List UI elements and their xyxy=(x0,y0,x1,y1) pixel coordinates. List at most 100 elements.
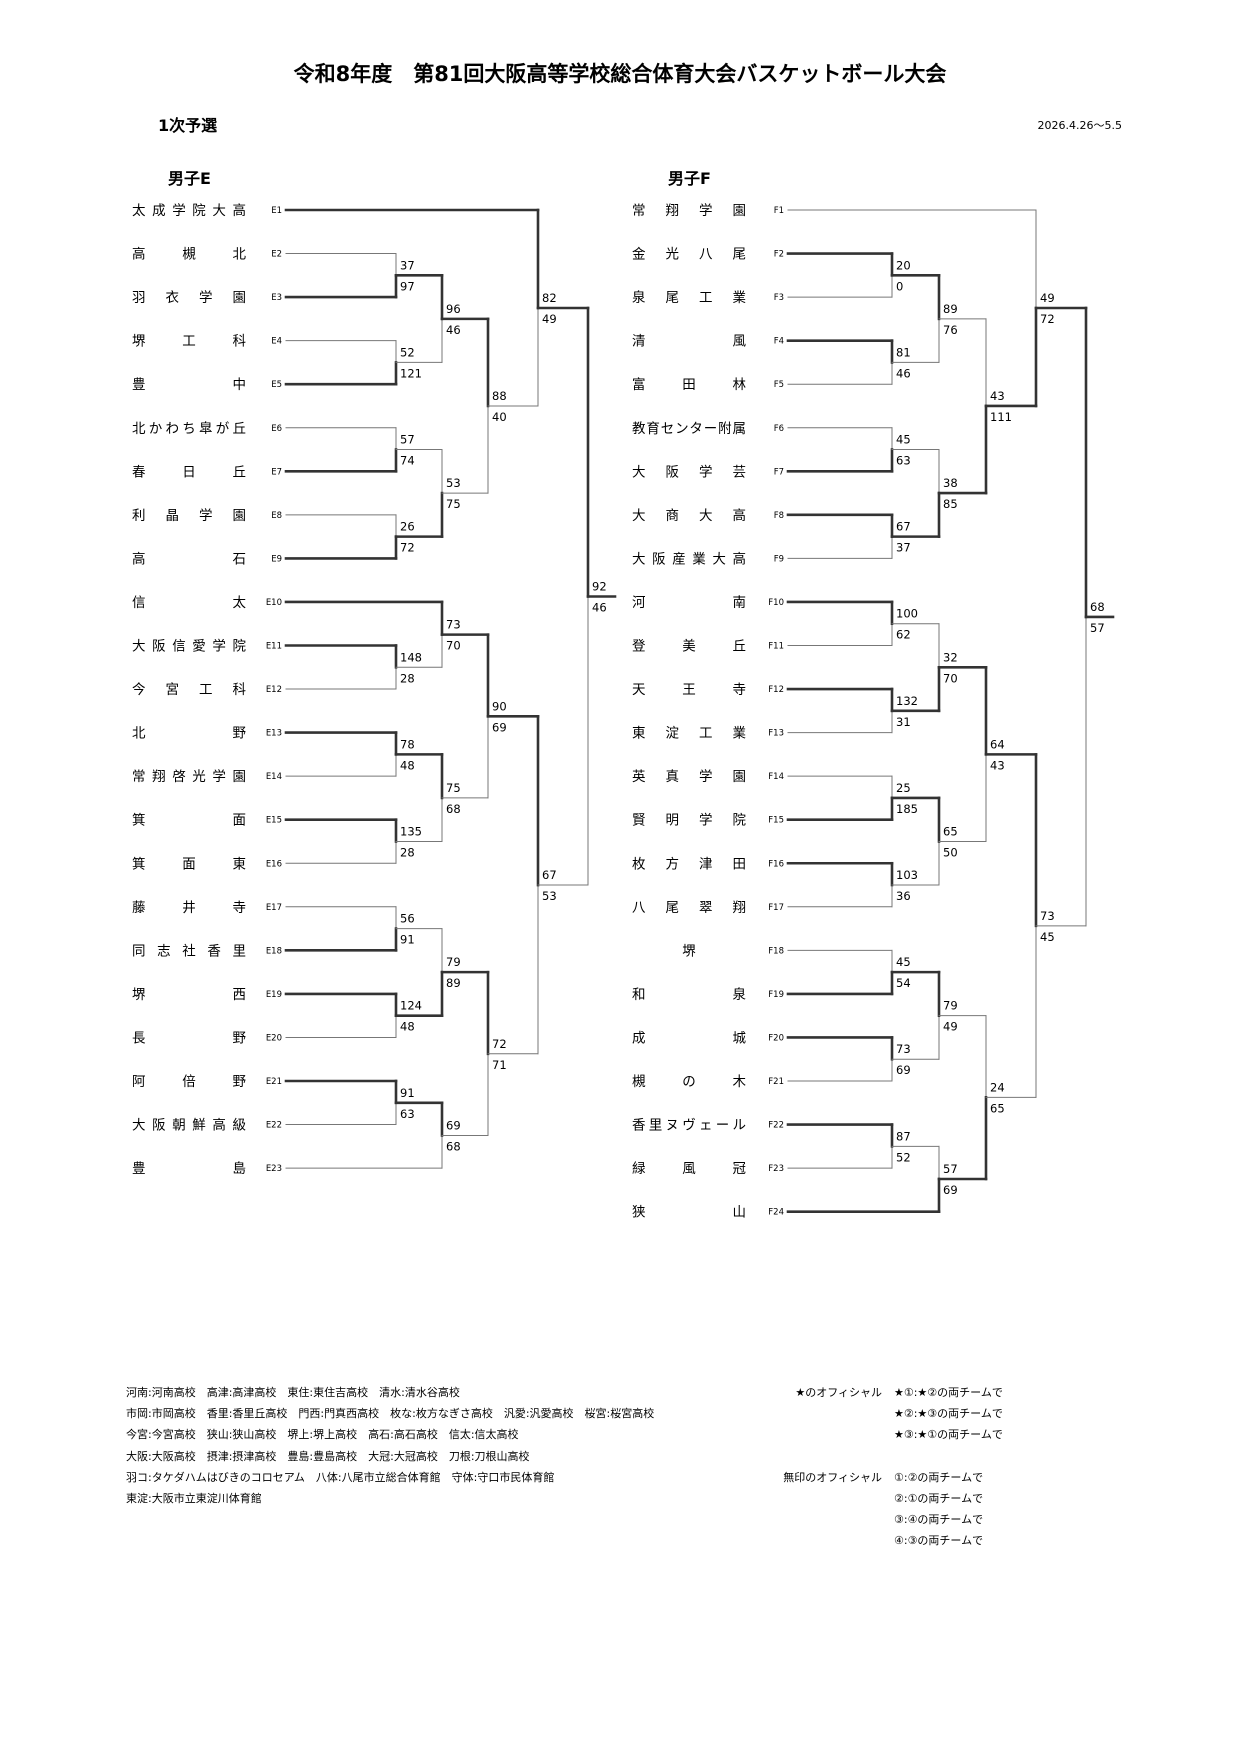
note-line: 河南:河南高校 高津:高津高校 東住:東住吉高校 清水:清水谷高校 xyxy=(126,1386,460,1399)
team-name: 枚方津田 xyxy=(632,856,746,872)
seed-number: E7 xyxy=(271,467,282,477)
score-bottom: 40 xyxy=(492,410,507,424)
seed-number: E8 xyxy=(271,511,282,521)
official-row: ★のオフィシャル★①:★②の両チームで xyxy=(790,1382,1110,1403)
official-row: ★②:★③の両チームで xyxy=(790,1403,1110,1424)
score-bottom: 46 xyxy=(896,366,911,380)
team-name: 和泉 xyxy=(632,986,747,1003)
official-row: ★③:★①の両チームで xyxy=(790,1424,1110,1445)
score-bottom: 185 xyxy=(896,802,918,816)
note-line: 今宮:今宮高校 狭山:狭山高校 堺上:堺上高校 高石:高石高校 信太:信太高校 xyxy=(126,1428,519,1442)
team-name: 常翔啓光学園 xyxy=(132,769,246,785)
official-row xyxy=(790,1446,1110,1467)
team-name: 東淀工業 xyxy=(632,726,747,742)
score-bottom: 111 xyxy=(990,410,1012,424)
score-bottom: 65 xyxy=(990,1101,1005,1115)
score-bottom: 74 xyxy=(400,454,415,468)
score-top: 72 xyxy=(492,1037,507,1051)
seed-number: F16 xyxy=(768,859,784,869)
seed-number: F2 xyxy=(774,250,784,260)
score-top: 81 xyxy=(896,345,911,359)
score-top: 32 xyxy=(943,650,958,664)
score-top: 89 xyxy=(943,302,958,316)
seed-number: E4 xyxy=(271,337,282,347)
seed-number: E2 xyxy=(271,250,282,260)
score-top: 43 xyxy=(990,389,1005,403)
score-bottom: 46 xyxy=(592,601,607,615)
score-bottom: 45 xyxy=(1040,930,1055,944)
team-name: 北野 xyxy=(132,726,247,742)
seed-number: F14 xyxy=(768,772,784,782)
score-top: 25 xyxy=(896,781,911,795)
score-bottom: 63 xyxy=(896,454,911,468)
team-name: 金光八尾 xyxy=(632,247,746,263)
score-bottom: 37 xyxy=(896,541,911,555)
seed-number: F9 xyxy=(774,554,784,564)
score-top: 96 xyxy=(446,302,461,316)
team-name: 槻の木 xyxy=(632,1073,747,1090)
team-name: 富田林 xyxy=(632,376,747,393)
seed-number: F5 xyxy=(774,380,784,390)
score-bottom: 48 xyxy=(400,758,415,772)
team-name: 太成学院大高 xyxy=(132,202,246,219)
score-bottom: 49 xyxy=(542,312,557,326)
seed-number: F17 xyxy=(768,903,784,913)
seed-number: F7 xyxy=(774,467,784,477)
seed-number: E1 xyxy=(271,206,282,216)
team-name: 高槻北 xyxy=(132,246,247,263)
seed-number: F11 xyxy=(768,642,784,652)
team-name: 狭山 xyxy=(632,1205,746,1221)
score-top: 124 xyxy=(400,999,422,1013)
seed-number: F10 xyxy=(768,598,784,608)
official-rule: ②:①の両チームで xyxy=(894,1491,984,1505)
score-top: 45 xyxy=(896,955,911,969)
seed-number: E19 xyxy=(266,990,282,1000)
note-line: 東淀:大阪市立東淀川体育館 xyxy=(126,1492,262,1506)
score-top: 26 xyxy=(400,520,415,534)
bracket-heading-e: 男子E xyxy=(168,169,211,188)
team-name: 大阪信愛学院 xyxy=(132,639,247,655)
team-name: 大商大高 xyxy=(632,507,746,524)
team-name: 常翔学園 xyxy=(632,203,746,219)
seed-number: F4 xyxy=(774,337,784,347)
team-name: 大阪朝鮮高級 xyxy=(132,1117,247,1134)
seed-number: F21 xyxy=(768,1077,784,1087)
seed-number: E17 xyxy=(266,903,282,913)
note-line: 大阪:大阪高校 摂津:摂津高校 豊島:豊島高校 大冠:大冠高校 刀根:刀根山高校 xyxy=(126,1449,530,1463)
score-bottom: 49 xyxy=(943,1020,958,1034)
team-name: 長野 xyxy=(132,1030,247,1046)
score-top: 64 xyxy=(990,737,1005,751)
seed-number: F19 xyxy=(768,990,784,1000)
score-top: 92 xyxy=(592,580,607,594)
score-top: 67 xyxy=(896,520,911,534)
score-bottom: 85 xyxy=(943,497,958,511)
official-row: ③:④の両チームで xyxy=(790,1509,1110,1530)
score-bottom: 46 xyxy=(446,323,461,337)
score-top: 73 xyxy=(896,1042,911,1056)
seed-number: F12 xyxy=(768,685,784,695)
team-name: 利晶学園 xyxy=(132,508,246,524)
team-name: 香里ヌヴェール xyxy=(632,1117,746,1134)
score-bottom: 69 xyxy=(943,1183,958,1197)
official-label: ★のオフィシャル xyxy=(795,1386,882,1399)
team-name: 河南 xyxy=(632,595,746,611)
note-line: 市岡:市岡高校 香里:香里丘高校 門西:門真西高校 枚な:枚方なぎさ高校 汎愛:… xyxy=(126,1407,655,1421)
seed-number: E11 xyxy=(266,642,282,652)
score-bottom: 69 xyxy=(492,720,507,734)
official-rule: ★③:★①の両チームで xyxy=(894,1428,1003,1442)
score-bottom: 50 xyxy=(943,845,958,859)
team-name: 大阪産業大高 xyxy=(632,550,746,567)
round-subtitle: 1次予選 xyxy=(158,116,218,135)
seed-number: F18 xyxy=(768,946,784,956)
score-bottom: 76 xyxy=(943,323,958,337)
seed-number: F24 xyxy=(768,1208,784,1218)
team-name: 天王寺 xyxy=(632,682,746,698)
score-bottom: 52 xyxy=(896,1150,911,1164)
team-name: 賢明学院 xyxy=(632,813,747,829)
team-name: 成城 xyxy=(632,1030,747,1046)
score-bottom: 43 xyxy=(990,758,1005,772)
score-top: 148 xyxy=(400,650,422,664)
team-name: 高石 xyxy=(132,550,246,567)
